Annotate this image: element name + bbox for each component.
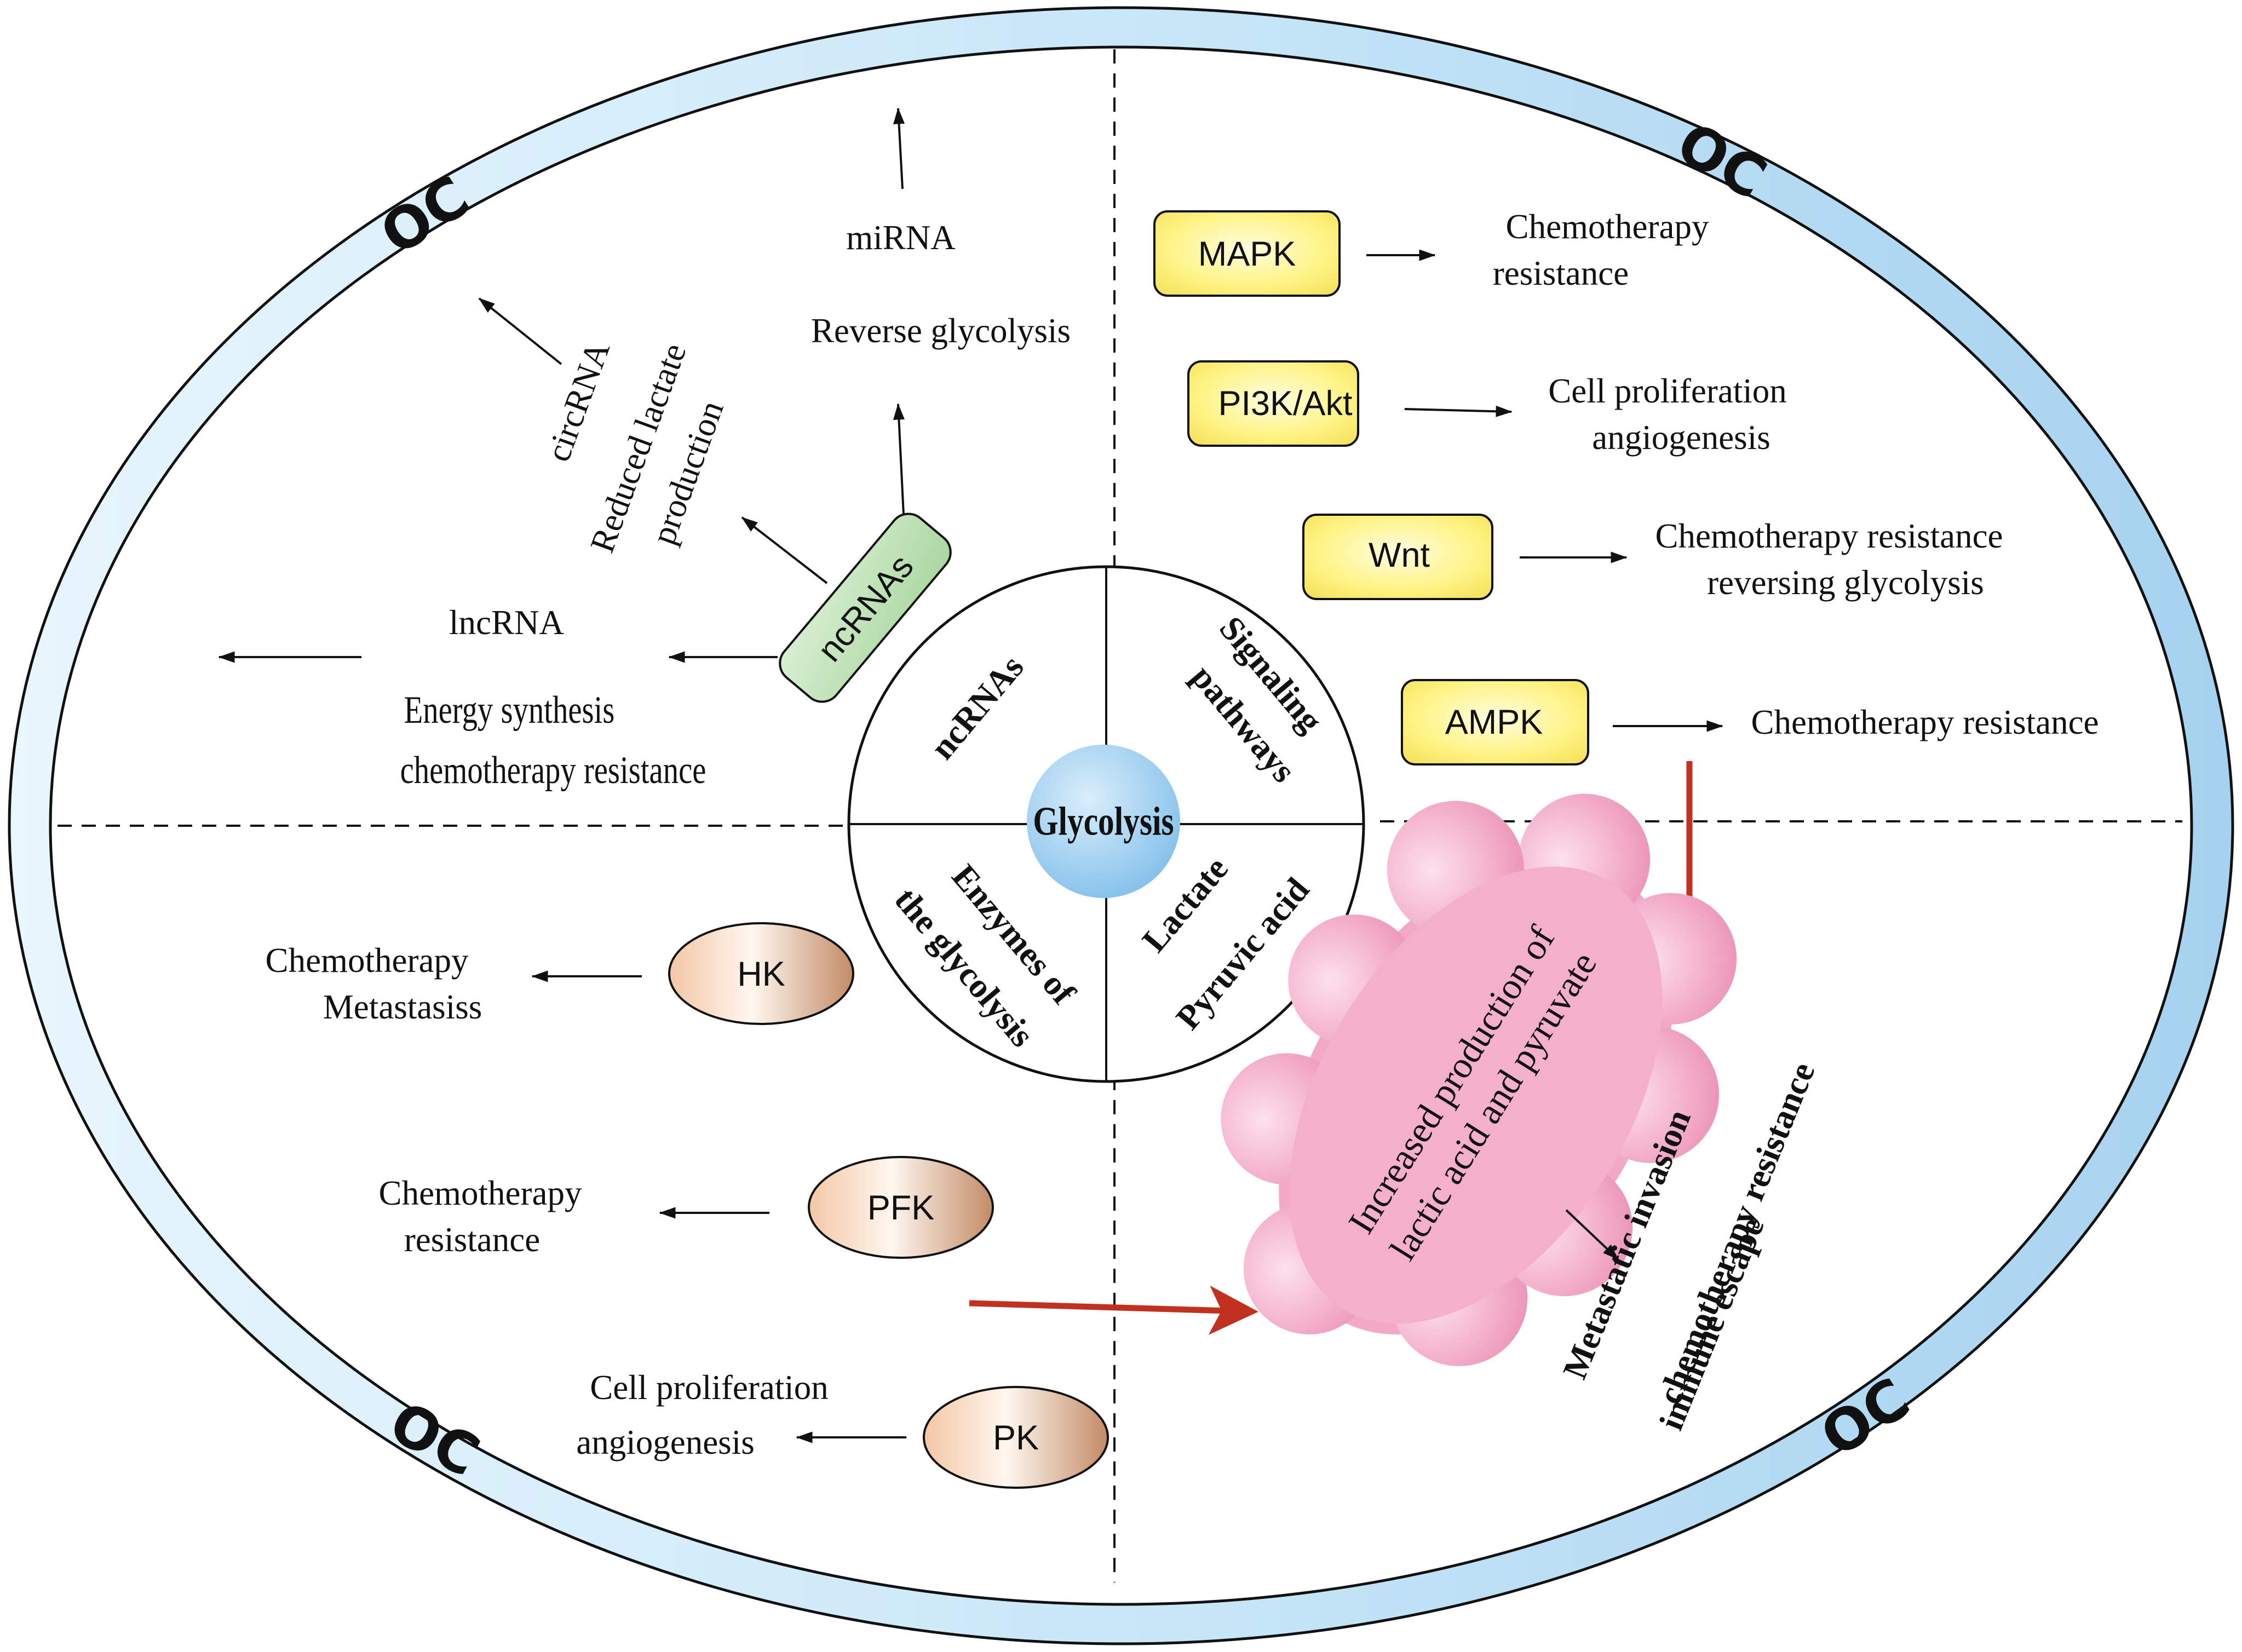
lncrna-effect-line2: chemotherapy resistance xyxy=(400,749,706,791)
ampk-effect-line1: Chemotherapy resistance xyxy=(1751,703,2099,741)
enzyme-hk: HK Chemotherapy Metastasiss xyxy=(266,922,854,1026)
enzyme-pk: PK Cell proliferation angiogenesis xyxy=(576,1368,1109,1489)
glycolysis-node xyxy=(1027,745,1180,898)
enzyme-pfk: PFK Chemotherapy resistance xyxy=(379,1156,994,1259)
mapk-effect-line2: resistance xyxy=(1493,254,1629,292)
pfk-label: PFK xyxy=(867,1189,935,1227)
pi3k-akt-arrow xyxy=(1404,405,1513,417)
pk-label: PK xyxy=(993,1419,1039,1457)
pathway-ampk: AMPK Chemotherapy resistance xyxy=(1401,679,2099,765)
mapk-effect-line1: Chemotherapy xyxy=(1506,208,1709,246)
pathway-mapk: MAPK Chemotherapy resistance xyxy=(1153,208,1709,297)
mapk-box xyxy=(1153,210,1341,297)
pi3k-akt-effect-line1: Cell proliferation xyxy=(1548,372,1787,410)
pk-effect-line2: angiogenesis xyxy=(576,1423,754,1461)
pk-node xyxy=(923,1386,1109,1489)
enzymes-panel: HK Chemotherapy Metastasiss PFK Chemothe… xyxy=(266,922,1258,1489)
pi3k-akt-box xyxy=(1187,360,1359,447)
ampk-label: AMPK xyxy=(1445,703,1543,741)
lncrna-label: lncRNA xyxy=(449,603,564,642)
arrow-circrna-up xyxy=(478,297,562,365)
ampk-box xyxy=(1401,679,1589,765)
pfk-node xyxy=(808,1156,994,1259)
pfk-effect-line2: resistance xyxy=(404,1221,540,1259)
pi3k-akt-label: PI3K/Akt xyxy=(1218,384,1353,423)
mirna-label: miRNA xyxy=(846,218,956,257)
wnt-effect-line1: Chemotherapy resistance xyxy=(1655,517,2003,555)
hk-effect-line1: Chemotherapy xyxy=(266,941,469,980)
pathway-wnt: Wnt Chemotherapy resistance reversing gl… xyxy=(1302,514,2003,602)
lncrna-effect-line1: Energy synthesis xyxy=(404,688,615,731)
arrow-to-mirna-effect xyxy=(893,403,905,515)
signaling-panel: MAPK Chemotherapy resistance PI3K/Akt Ce… xyxy=(1153,208,2099,765)
mapk-label: MAPK xyxy=(1198,235,1296,273)
central-hub: Glycolysis ncRNAs Signaling pathways Enz… xyxy=(847,565,1365,1083)
arrow-to-circrna-effect xyxy=(741,516,828,584)
glycolysis-label: Glycolysis xyxy=(1033,798,1174,844)
hk-node xyxy=(668,922,854,1025)
hk-effect-line2: Metastasiss xyxy=(323,988,482,1026)
wnt-label: Wnt xyxy=(1369,536,1430,574)
hk-label: HK xyxy=(737,955,785,993)
arrow-mirna-up xyxy=(893,107,905,189)
wnt-effect-line2: reversing glycolysis xyxy=(1707,563,1984,602)
pathway-pi3k-akt: PI3K/Akt Cell proliferation angiogenesis xyxy=(1187,360,1787,457)
cloud-to-result-arrow xyxy=(1565,1209,1619,1260)
pk-effect-line1: Cell proliferation xyxy=(590,1368,829,1407)
wnt-box xyxy=(1302,514,1493,600)
mirna-effect-text: Reverse glycolysis xyxy=(811,312,1071,350)
outcome-cloud: Increased production of lactic acid and … xyxy=(1221,793,1737,1366)
pfk-effect-line1: Chemotherapy xyxy=(379,1174,582,1212)
pi3k-akt-effect-line2: angiogenesis xyxy=(1592,418,1770,457)
red-arrow-to-outcome xyxy=(969,1285,1258,1335)
